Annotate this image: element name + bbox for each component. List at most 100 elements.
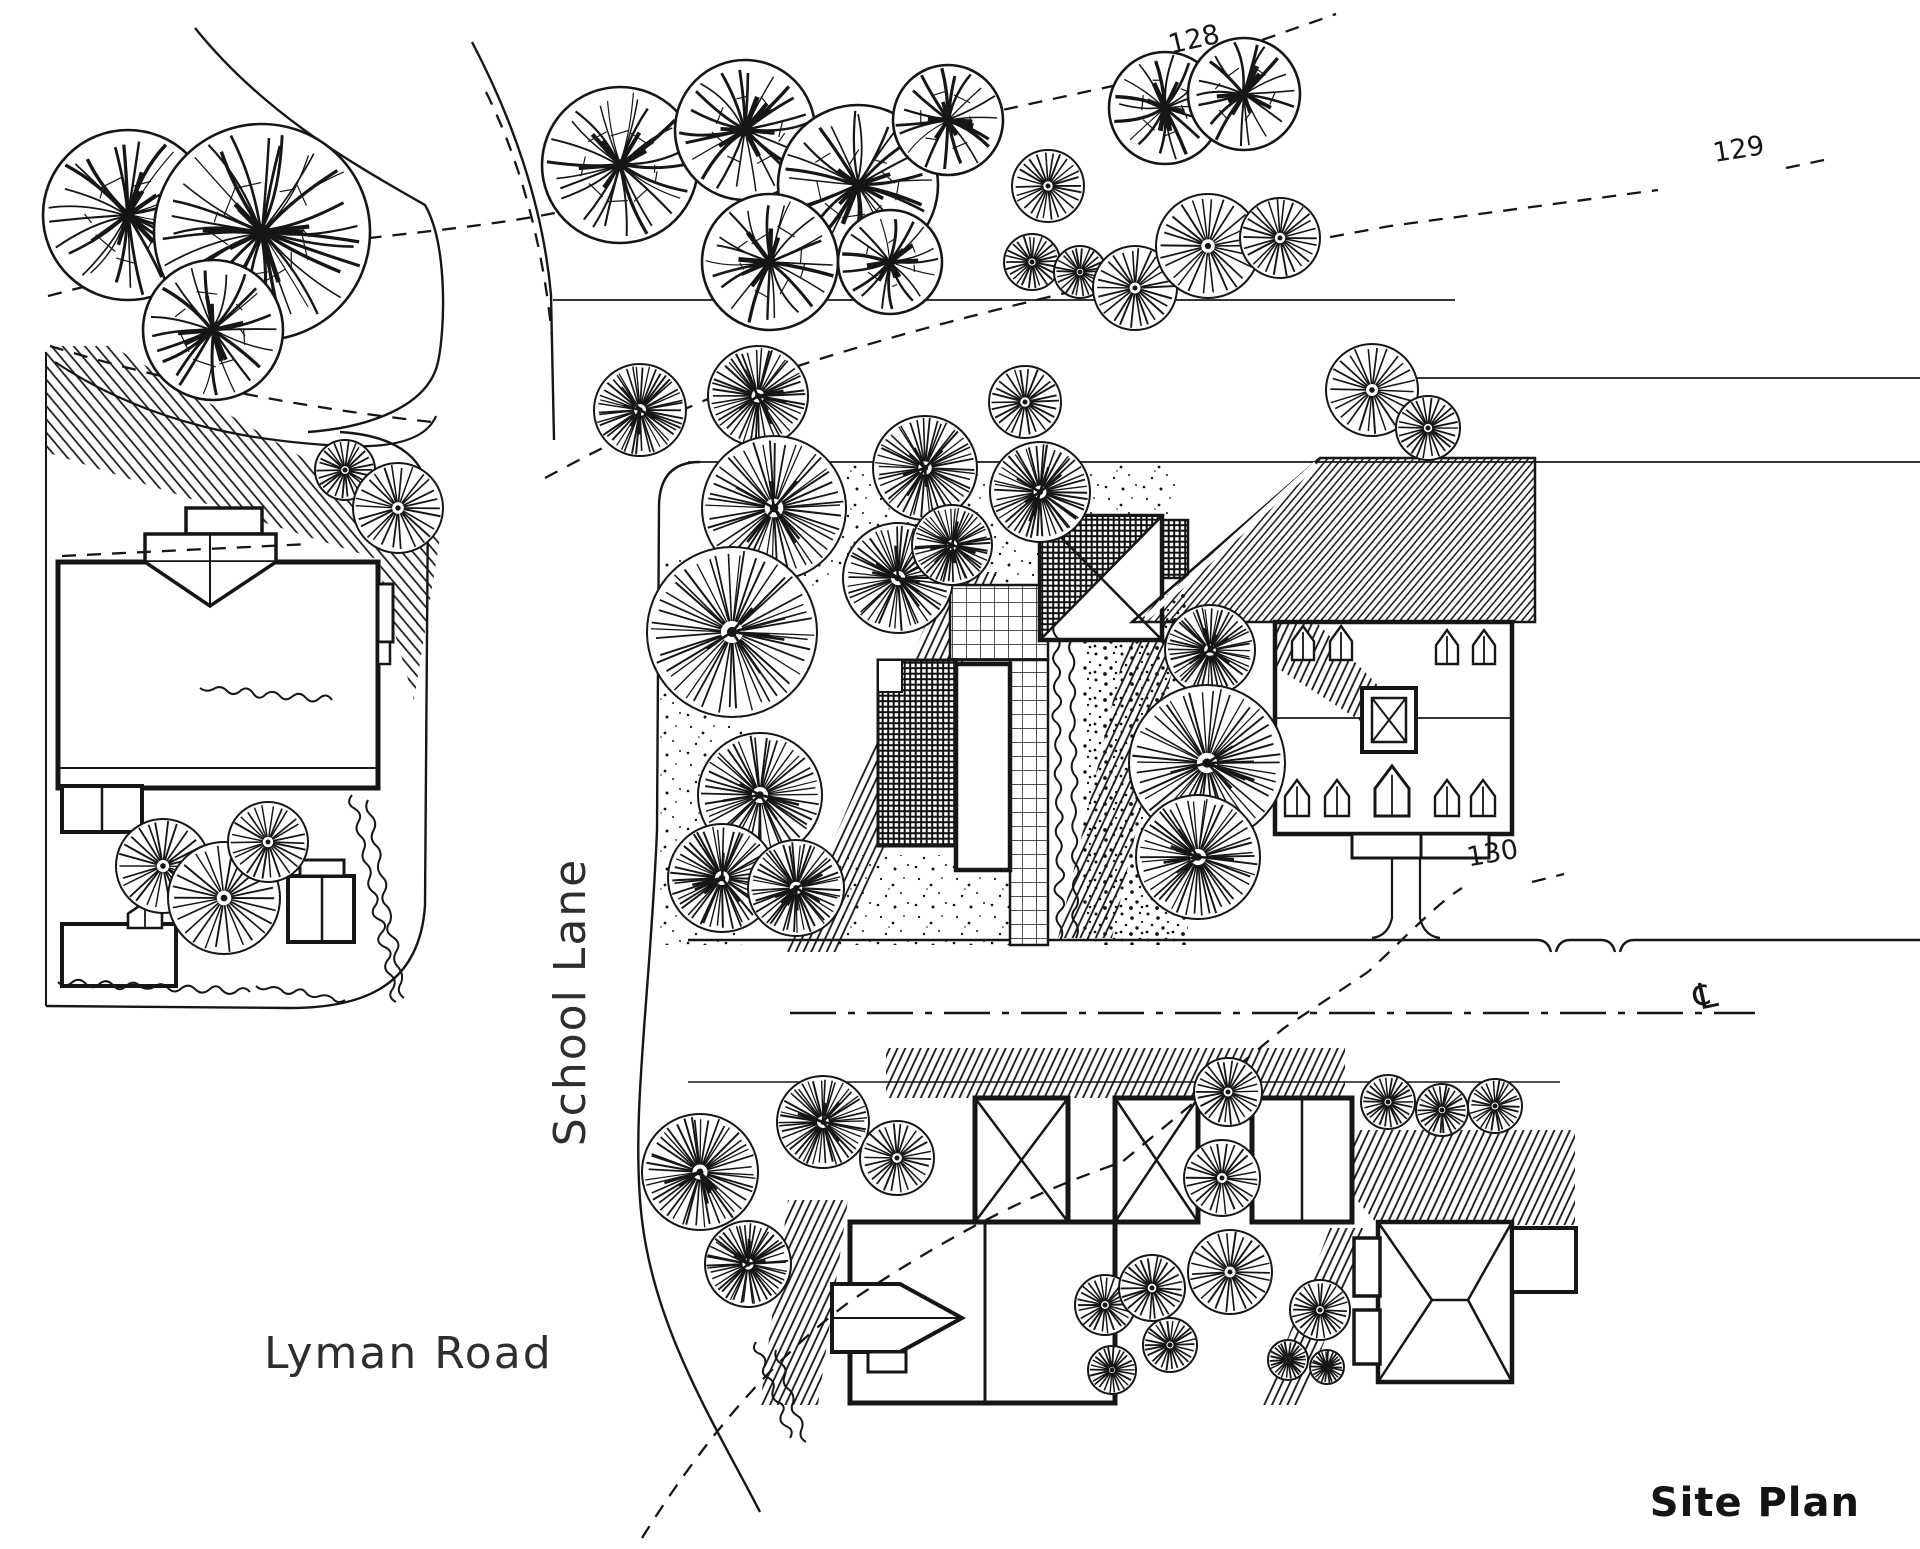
- top-road-curve-inner: [54, 361, 438, 448]
- contour-129-line-tail: [1785, 158, 1825, 170]
- chimney-x-2: [1371, 697, 1407, 743]
- street-label-lyman-road: Lyman Road: [264, 1328, 553, 1379]
- dormer-symbol: [1434, 627, 1460, 666]
- tree-symbol: [704, 1220, 792, 1308]
- hip-line-4: [1466, 1299, 1514, 1383]
- hip-house-square: [1375, 1219, 1515, 1385]
- tree-symbol: [776, 1075, 870, 1169]
- hedge-squiggle: [365, 799, 405, 999]
- tree-symbol: [747, 839, 845, 937]
- text-labels: 128 129 130 School Lane Lyman Road Site …: [264, 19, 1859, 1526]
- tree-symbol: [1142, 1317, 1198, 1373]
- tree-symbol: [1003, 233, 1061, 291]
- tree-symbol: [1135, 794, 1261, 920]
- hedge-squiggle: [1051, 621, 1066, 941]
- tree-symbol: [646, 546, 818, 718]
- middle-road-north-curb: [688, 938, 1920, 953]
- tree-symbols: [41, 36, 1523, 1395]
- hedge-squiggle: [57, 978, 251, 995]
- hedge-squiggle: [774, 1349, 807, 1443]
- right-house-walk: [1371, 858, 1441, 940]
- buildings: [55, 456, 1578, 1406]
- tree-symbol: [593, 363, 687, 457]
- tree-symbol: [540, 85, 700, 245]
- pavilion-hip-4: [1100, 577, 1163, 641]
- tree-symbol: [859, 1120, 935, 1196]
- tree-symbol: [872, 415, 978, 521]
- left-house-chimney: [184, 506, 264, 536]
- roads-and-lot-lines: ℄: [45, 27, 1920, 1513]
- middle-walk-grid: [1008, 658, 1050, 947]
- hedge-squiggle: [348, 794, 397, 1003]
- middle-plaza-grid: [948, 583, 1050, 662]
- hip-line-2: [1376, 1299, 1434, 1383]
- tree-symbol: [911, 504, 993, 586]
- hip-house-wing-left-2: [1352, 1308, 1382, 1366]
- bottom-right-shadow-band: [1340, 1130, 1575, 1225]
- tree-symbol: [1415, 1083, 1469, 1137]
- hedge-squiggle: [255, 985, 346, 1004]
- left-house: [55, 506, 395, 988]
- dormer-symbol: [1433, 777, 1461, 818]
- contour-130-line: [641, 887, 1463, 1539]
- bottom-l-house-step: [866, 1350, 908, 1374]
- dormer-symbol: [1290, 623, 1316, 662]
- hedge-squiggles: [57, 621, 1080, 1443]
- top-road-curve-outer: [194, 27, 445, 434]
- left-outbuilding-south: [60, 922, 178, 988]
- tree-symbol: [1092, 245, 1178, 331]
- tree-symbol: [1289, 1279, 1351, 1341]
- tree-symbol: [1309, 1349, 1345, 1385]
- tree-symbol: [1087, 1345, 1137, 1395]
- contour-128-line-tail: [1261, 12, 1337, 42]
- tree-symbol: [352, 462, 444, 554]
- tree-symbol: [1187, 1229, 1273, 1315]
- tree-symbol: [1325, 343, 1419, 437]
- dormer-symbol: [1469, 777, 1497, 818]
- tree-symbol: [700, 192, 840, 332]
- pavilion-hip-3: [1039, 577, 1102, 641]
- middle-white-room: [953, 661, 1013, 873]
- tree-symbol: [836, 208, 944, 316]
- tree-symbol: [1360, 1074, 1416, 1130]
- pavilion-hip-2: [1100, 515, 1163, 579]
- contour-130-line-tail: [1531, 872, 1565, 884]
- hip-line-1: [1376, 1221, 1434, 1301]
- right-house-shadow-band: [1058, 618, 1184, 938]
- left-outbuilding-east-top: [298, 858, 346, 878]
- hip-line-3: [1466, 1221, 1514, 1301]
- tree-symbol: [988, 365, 1062, 439]
- middle-lot-boundary: [637, 460, 762, 1513]
- dormer-symbol: [1323, 777, 1351, 818]
- contour-130-left-segment: [61, 542, 311, 558]
- hedge-squiggle: [752, 1341, 793, 1439]
- garage-1-x-2: [974, 1097, 1069, 1223]
- tree-symbol: [1395, 395, 1461, 461]
- school-lane-right-edge-top: [470, 41, 556, 441]
- dormer-symbol: [1471, 627, 1497, 666]
- middle-pavilion-appendage: [1160, 518, 1190, 580]
- dormer-symbol: [1373, 763, 1411, 818]
- tree-symbol: [1186, 36, 1302, 152]
- street-label-school-lane: School Lane: [545, 858, 596, 1147]
- contour-129-crossing: [484, 91, 554, 339]
- right-house-step-1: [1350, 832, 1423, 860]
- tree-symbol: [989, 441, 1091, 543]
- hedge-squiggle: [1068, 639, 1080, 939]
- left-lot-hatch: [46, 346, 440, 700]
- right-house-step-2: [1419, 832, 1491, 860]
- tree-symbol: [641, 1113, 759, 1231]
- bottom-road-shadow-band: [886, 1048, 1345, 1098]
- hip-house-wing-left-1: [1352, 1236, 1382, 1298]
- tree-symbol: [1193, 1057, 1263, 1127]
- tree-symbol: [1118, 1254, 1186, 1322]
- left-house-bay-2: [376, 640, 392, 666]
- tree-symbol: [141, 258, 285, 402]
- school-lane-left-edge: [45, 430, 430, 1010]
- tree-symbol: [707, 345, 809, 447]
- tree-symbol: [1011, 149, 1085, 223]
- right-house-roof: [1128, 456, 1537, 624]
- tree-symbol: [1164, 604, 1256, 696]
